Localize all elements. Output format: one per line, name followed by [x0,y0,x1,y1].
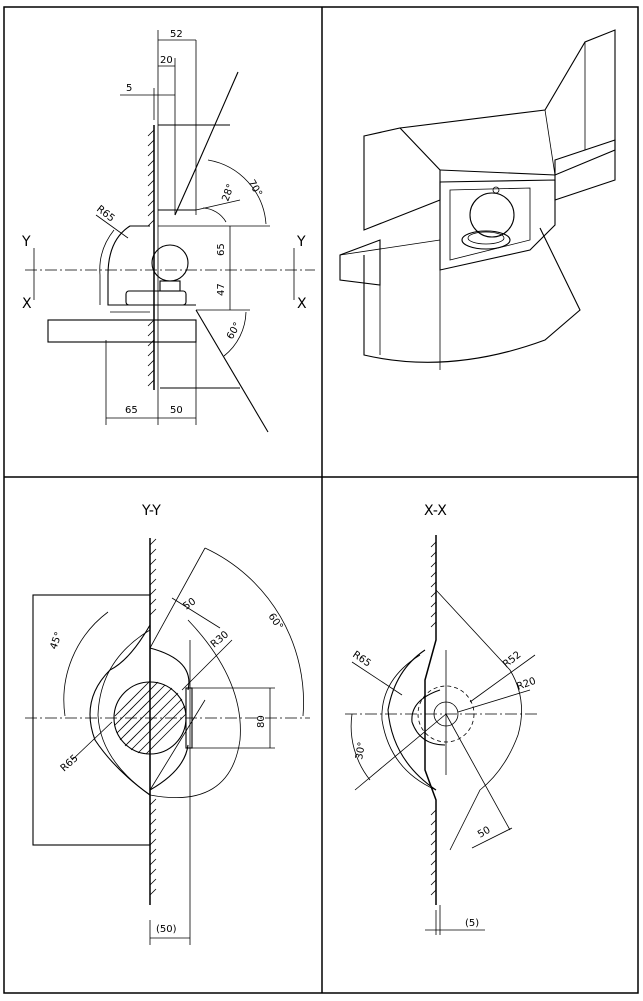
dim-70deg: 70° [245,178,263,199]
dim-47: 47 [216,283,227,296]
dim-80: 80 [256,715,267,728]
panel-bottom-right-section-xx: X-X [345,503,540,935]
dim-5: 5 [126,83,132,94]
section-title-xx: X-X [424,503,447,519]
dim-50-xx: 50 [476,825,493,841]
dim-65-bottom: 65 [125,405,138,416]
section-title-yy: Y-Y [141,503,161,519]
dim-r65-yy: R65 [59,753,81,774]
dim-50-yy: 50 [181,596,198,612]
dim-60deg-yy: 60° [266,611,285,632]
dim-65: 65 [216,243,227,256]
dim-52: 52 [170,29,183,40]
dim-20: 20 [160,55,173,66]
dim-r30: R30 [209,629,231,650]
wall-hatch [147,129,155,387]
marker-y-left: Y [21,234,31,250]
dim-60deg: 60° [225,321,243,342]
panel-top-left-elevation: 52 20 5 70° 28° R65 65 47 60° 65 50 Y X … [21,29,315,433]
dim-50: 50 [170,405,183,416]
marker-x-right: X [297,296,307,312]
dim-r65-xx: R65 [350,649,372,669]
dim-5-paren: (5) [465,918,479,929]
dim-r52: R52 [501,650,523,671]
wall-hatch-xx [430,541,437,896]
panel-bottom-left-section-yy: Y-Y [25,503,310,945]
dim-45deg: 45° [48,631,64,651]
marker-y-right: Y [296,234,306,250]
panel-top-right-isometric [339,29,616,370]
dim-r20: R20 [515,676,537,693]
marker-x-left: X [22,296,32,312]
dim-28deg: 28° [220,183,236,203]
wall-hatch-yy [149,538,157,896]
dim-50-paren: (50) [156,924,177,935]
dim-30deg: 30° [354,741,368,760]
panel-grid [3,6,639,994]
sphere-hatch [114,680,187,755]
